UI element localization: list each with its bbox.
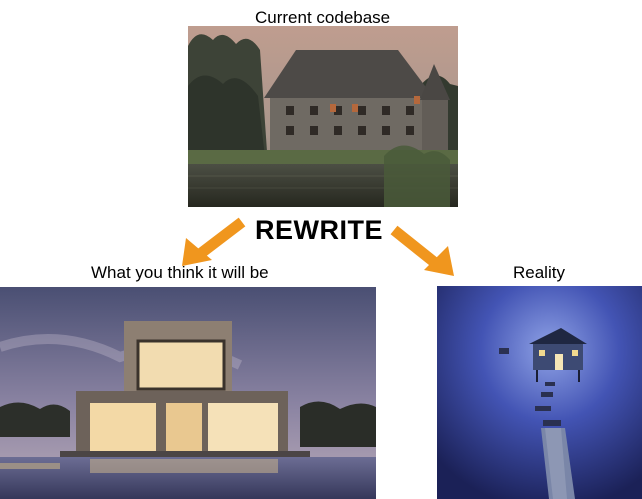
rewrite-title: REWRITE [255, 215, 383, 245]
arrow-down-right-icon [390, 225, 454, 276]
reality-cabin-image [437, 286, 642, 499]
castle-image [188, 26, 458, 207]
expectation-caption: What you think it will be [91, 263, 269, 282]
arrow-down-left-icon [182, 217, 246, 266]
reality-caption: Reality [513, 263, 565, 282]
current-codebase-caption: Current codebase [255, 8, 391, 27]
modern-house-image [0, 287, 376, 499]
